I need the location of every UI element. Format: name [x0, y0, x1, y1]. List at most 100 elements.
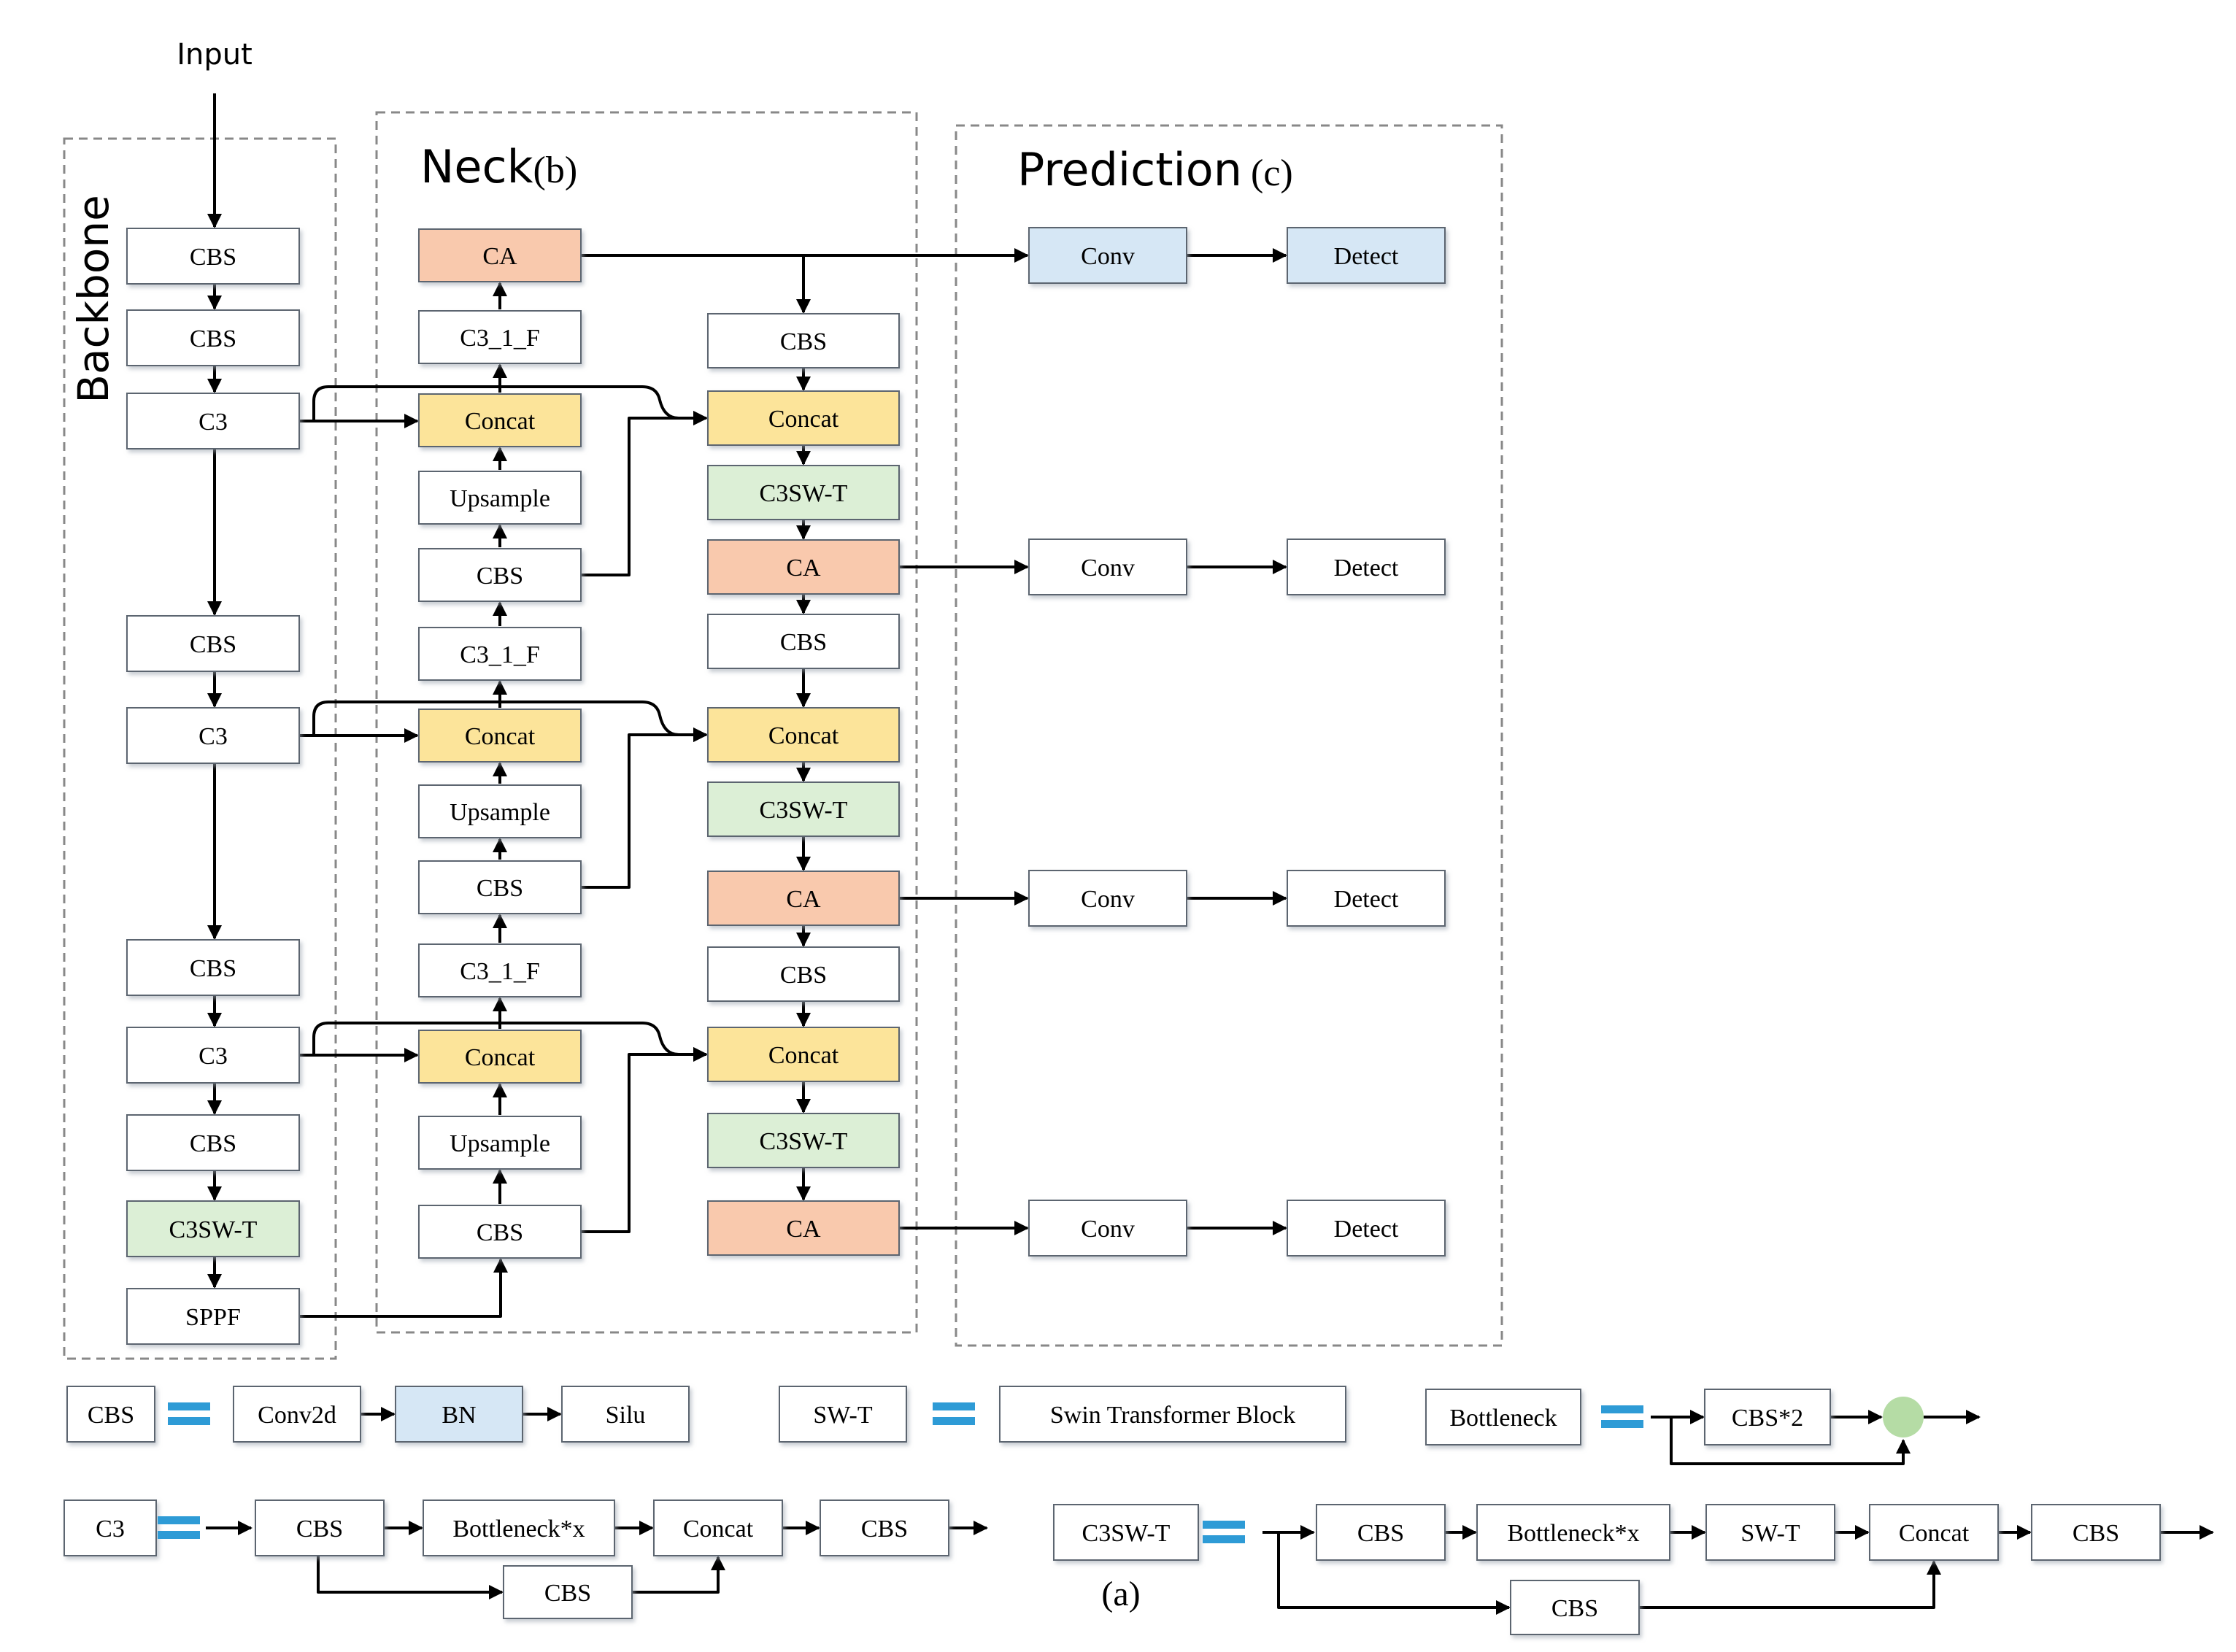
connector-lines	[206, 93, 2214, 1615]
equals-bar	[933, 1417, 975, 1425]
neck-left-box-cbs: CBS	[418, 548, 582, 602]
backbone-box-c3: C3	[126, 707, 300, 764]
legend-cbs-part-label: Conv2d	[258, 1402, 336, 1429]
neck-right-box-concat: Concat	[707, 1027, 900, 1082]
legend-skip-arrow	[1277, 1532, 1511, 1615]
backbone-box-cbs-shape	[126, 939, 300, 996]
neck-right-box-ca-label: CA	[786, 1216, 821, 1243]
prediction-conv-box: Conv	[1028, 227, 1187, 284]
legend-c3swt-part-shape	[1476, 1504, 1670, 1561]
neck-right-box-c3sw-t: C3SW-T	[707, 465, 900, 520]
legend-swt-name-shape	[779, 1386, 907, 1443]
equals-bar	[1601, 1405, 1643, 1413]
neck-right-box-concat-label: Concat	[768, 406, 839, 433]
backbone-box-c3-label: C3	[198, 1043, 228, 1070]
backbone-box-c3-shape	[126, 1027, 300, 1084]
neck-left-box-ca-shape	[418, 228, 582, 282]
legend-c3swt-part: CBS	[1316, 1504, 1446, 1561]
neck-right-box-c3sw-t-label: C3SW-T	[760, 1128, 848, 1155]
backbone-title: Backbone	[69, 195, 118, 404]
neck-left-box-concat: Concat	[418, 709, 582, 763]
neck-right-box-cbs: CBS	[707, 313, 900, 368]
neck-frame	[375, 111, 918, 1334]
neck-right-box-cbs-label: CBS	[780, 629, 827, 656]
prediction-conv-box-shape	[1028, 1200, 1187, 1257]
backbone-box-cbs: CBS	[126, 615, 300, 672]
neck-left-box-upsample-shape	[418, 784, 582, 838]
legend-cbs-part: Conv2d	[233, 1386, 361, 1443]
backbone-box-c3-shape	[126, 393, 300, 449]
legend-swt-name-label: SW-T	[813, 1402, 872, 1429]
neck-right-box-concat-shape	[707, 390, 900, 446]
legend-c3-part-label: CBS	[296, 1516, 343, 1543]
neck-right-box-concat-label: Concat	[768, 722, 839, 749]
legend-c3swt-part-label: Concat	[1899, 1520, 1970, 1547]
prediction-title-word: Prediction	[1017, 143, 1242, 196]
neck-left-box-concat: Concat	[418, 1030, 582, 1084]
neck-right-box-ca: CA	[707, 539, 900, 595]
prediction-conv-box-shape	[1028, 539, 1187, 595]
neck-left-box-concat-label: Concat	[465, 723, 536, 750]
legend-bottleneck-name-label: Bottleneck	[1449, 1405, 1557, 1432]
legend-c3swt-part-shape	[1705, 1504, 1835, 1561]
legend-swt-part-shape	[999, 1386, 1346, 1443]
backbone-box-cbs-shape	[126, 1114, 300, 1171]
neck-left-box-concat-shape	[418, 1030, 582, 1084]
backbone-box-c3-label: C3	[198, 409, 228, 436]
neck-left-box-c3-1-f-label: C3_1_F	[460, 958, 540, 985]
neck-left-box-upsample: Upsample	[418, 1116, 582, 1170]
neck-left-box-ca: CA	[418, 228, 582, 282]
legend-c3swt-name-label: C3SW-T	[1082, 1520, 1171, 1547]
legend-cbs-name-label: CBS	[88, 1402, 134, 1429]
legend-bottleneck-name-shape	[1425, 1389, 1581, 1446]
prediction-title: Prediction(c)	[1017, 143, 1293, 196]
legend-cbs-part: BN	[395, 1386, 523, 1443]
sppf-to-neck-arrow	[299, 1258, 508, 1318]
neck-left-box-concat-shape	[418, 709, 582, 763]
neck-right-box-concat: Concat	[707, 707, 900, 763]
neck-left-box-cbs: CBS	[418, 860, 582, 914]
legend-c3swt-part-shape	[1316, 1504, 1446, 1561]
prediction-conv-box-label: Conv	[1081, 886, 1135, 913]
prediction-detect-box: Detect	[1287, 870, 1446, 927]
neck-left-box-upsample: Upsample	[418, 784, 582, 838]
neck-right-box-ca: CA	[707, 1200, 900, 1256]
backbone-box-cbs: CBS	[126, 228, 300, 285]
legend-c3swt-part-shape	[1869, 1504, 1999, 1561]
backbone-box-cbs: CBS	[126, 939, 300, 996]
legend-c3swt-skip-shape	[1510, 1580, 1640, 1635]
neck-right-box-concat-shape	[707, 707, 900, 763]
equals-icon	[168, 1402, 210, 1425]
backbone-box-c3sw-t-label: C3SW-T	[169, 1216, 258, 1243]
backbone-box-cbs: CBS	[126, 1114, 300, 1171]
legend-cbs-part-shape	[233, 1386, 361, 1443]
neck-right-box-c3sw-t-shape	[707, 1113, 900, 1168]
legend-c3swt-part-label: SW-T	[1740, 1520, 1800, 1547]
legend-c3swt-part-shape	[2031, 1504, 2161, 1561]
legend-swt-part-label: Swin Transformer Block	[1050, 1402, 1295, 1429]
neck-left-box-cbs-label: CBS	[477, 563, 523, 590]
neck-right-box-c3sw-t-shape	[707, 781, 900, 837]
equals-bar	[158, 1531, 200, 1539]
legend-c3-part-label: CBS	[861, 1516, 908, 1543]
equals-icon	[158, 1516, 200, 1539]
equals-bar	[1601, 1420, 1643, 1428]
prediction-detect-box: Detect	[1287, 539, 1446, 595]
neck-right-box-cbs-shape	[707, 614, 900, 669]
c3-to-right-concat-arrow	[312, 700, 708, 742]
neck-right-box-ca-shape	[707, 539, 900, 595]
legend-c3swt-part: Concat	[1869, 1504, 1999, 1561]
legend-c3swt-part-label: CBS	[2073, 1520, 2119, 1547]
neck-left-box-upsample-label: Upsample	[450, 485, 550, 512]
legend-c3-part-shape	[653, 1499, 783, 1556]
neck-left-box-ca-label: CA	[482, 243, 517, 270]
neck-right-box-ca-label: CA	[786, 886, 821, 913]
backbone-box-cbs-shape	[126, 615, 300, 672]
legend-c3-skip-shape	[503, 1565, 633, 1619]
legend-c3swt-part: Bottleneck*x	[1476, 1504, 1670, 1561]
prediction-detect-box-shape	[1287, 227, 1446, 284]
neck-left-box-c3-1-f-shape	[418, 310, 582, 364]
prediction-detect-box: Detect	[1287, 1200, 1446, 1257]
c3-to-right-concat-arrow	[312, 1022, 708, 1062]
legend-cbs-part-shape	[561, 1386, 690, 1443]
